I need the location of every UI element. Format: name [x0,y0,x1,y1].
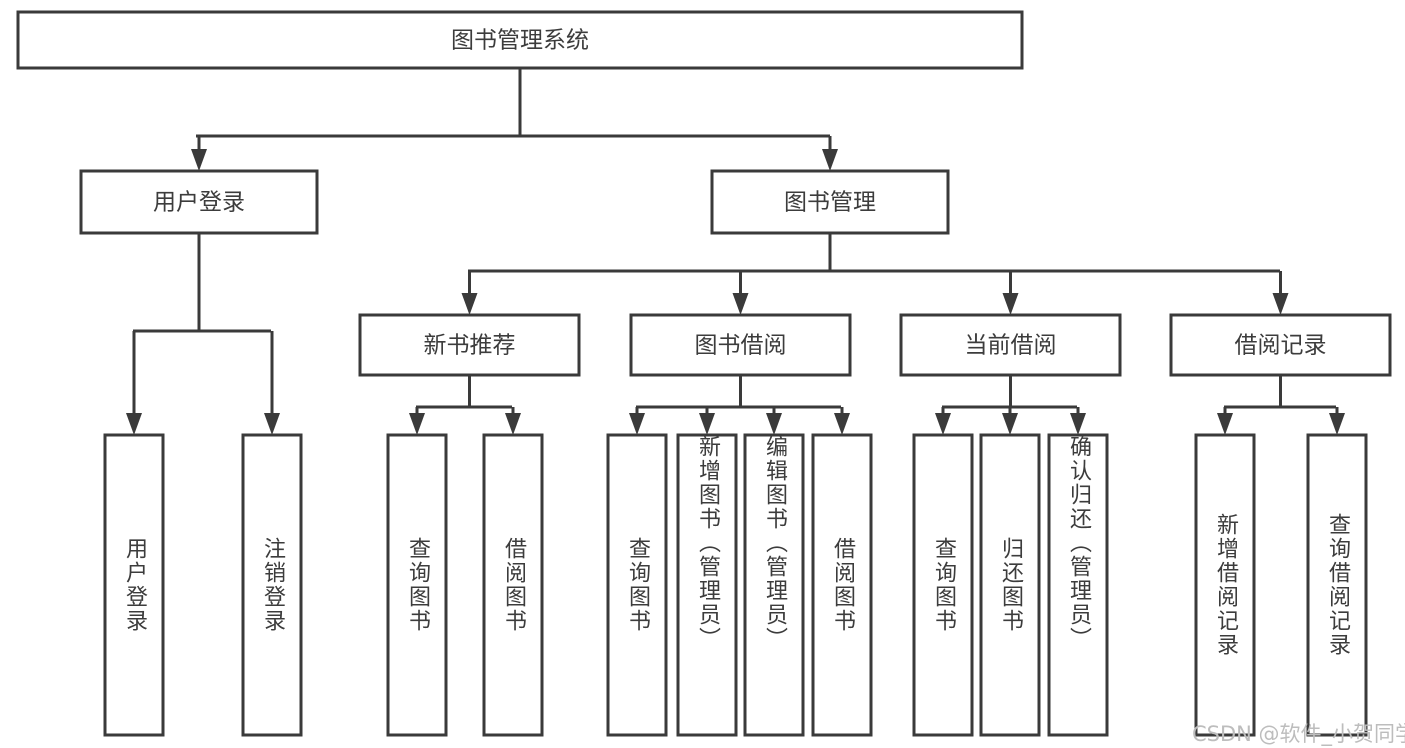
connector-layer [126,68,1345,435]
node-box-leaf-return-book[interactable] [979,433,1041,737]
node-box-current[interactable] [899,313,1122,377]
connector-to-leaf-add-record [1217,407,1233,435]
connector-to-leaf-return-book [1002,407,1018,435]
connector-to-leaf-borrow-book [834,407,850,435]
connector-to-leaf-confirm-return [1070,407,1086,435]
connector-to-leaf-borrow-book-new [505,407,521,435]
node-box-leaf-query-record[interactable] [1306,433,1368,737]
connector-to-newbook [461,271,478,315]
node-label-newbook: 新书推荐 [424,333,516,359]
connector-to-leaf-query-book-new [409,407,425,435]
connector-to-login [191,136,207,171]
node-box-bookmgmt[interactable] [710,169,950,235]
connector-to-leaf-query-record [1329,407,1345,435]
node-box-leaf-user-logout[interactable] [241,433,303,737]
connector-group-newbook [416,375,512,409]
connector-to-leaf-edit-book [766,407,782,435]
node-box-newbook[interactable] [358,313,581,377]
node-box-leaf-add-record[interactable] [1194,433,1256,737]
node-box-leaf-add-book[interactable] [676,433,738,737]
connector-group-root [196,68,830,138]
connector-group-current [942,375,1077,409]
node-box-leaf-confirm-return[interactable] [1047,433,1109,737]
connector-group-borrow [636,375,841,409]
node-box-login[interactable] [79,169,319,235]
connector-to-leaf-query-book-cur [935,407,951,435]
connector-to-leaf-add-book [699,407,715,435]
node-box-record[interactable] [1169,313,1392,377]
node-box-leaf-query-book-cur[interactable] [912,433,974,737]
node-box-borrow[interactable] [629,313,852,377]
node-box-root[interactable] [16,10,1024,70]
connector-to-record [1272,271,1289,315]
node-label-login: 用户登录 [153,190,245,216]
node-label-record: 借阅记录 [1235,333,1327,359]
connector-group-login [133,233,271,333]
connector-to-leaf-user-login [126,331,142,435]
connector-to-leaf-user-logout [264,331,280,435]
connector-to-leaf-query-book [629,407,645,435]
node-box-leaf-edit-book[interactable] [743,433,805,737]
node-box-leaf-query-book[interactable] [606,433,668,737]
connector-to-current [1002,271,1019,315]
node-box-leaf-user-login[interactable] [103,433,165,737]
node-label-root: 图书管理系统 [451,28,589,54]
connector-to-borrow [732,271,749,315]
node-label-current: 当前借阅 [965,333,1057,359]
connector-group-record [1224,375,1336,409]
node-label-bookmgmt: 图书管理 [784,190,876,216]
node-box-leaf-borrow-book[interactable] [811,433,873,737]
node-label-borrow: 图书借阅 [695,333,787,359]
node-box-leaf-borrow-book-new[interactable] [482,433,544,737]
connector-group-bookmgmt [468,233,1280,273]
connector-to-bookmgmt [822,136,838,171]
node-box-leaf-query-book-new[interactable] [386,433,448,737]
node-box-layer [16,10,1392,737]
